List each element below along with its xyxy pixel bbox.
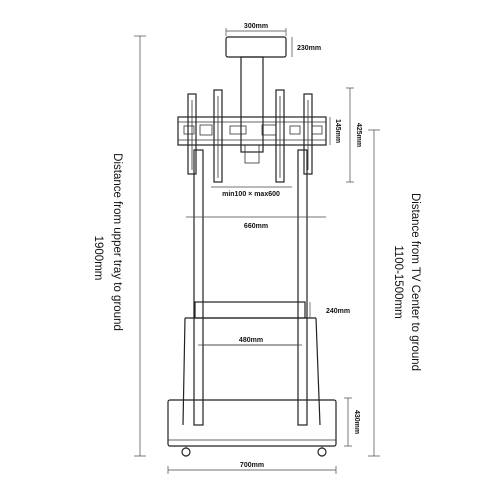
bracket-hole-label: 145mm <box>334 119 341 143</box>
top-tray-height-label: 230mm <box>297 45 321 52</box>
mount-bracket <box>177 89 327 183</box>
right-value: 1100-1500mm <box>392 245 404 318</box>
bracket-height-label: 425mm <box>355 123 362 147</box>
base <box>167 399 337 457</box>
dimension-lines <box>134 28 380 474</box>
base-height-label: 430mm <box>353 410 360 434</box>
left-title: Distance from upper tray to ground <box>111 153 123 331</box>
right-title: Distance from TV Center to ground <box>409 193 421 371</box>
lower-tray-width-label: 480mm <box>239 337 263 344</box>
lower-tray-height-label: 240mm <box>326 308 350 315</box>
vesa-range-label: min100 × max600 <box>222 191 280 198</box>
main-poles <box>193 149 308 426</box>
base-width-label: 700mm <box>240 462 264 469</box>
top-tray-width-label: 300mm <box>244 23 268 30</box>
upper-tray <box>225 36 287 164</box>
pole-span-label: 660mm <box>244 223 268 230</box>
left-value: 1900mm <box>92 236 104 281</box>
